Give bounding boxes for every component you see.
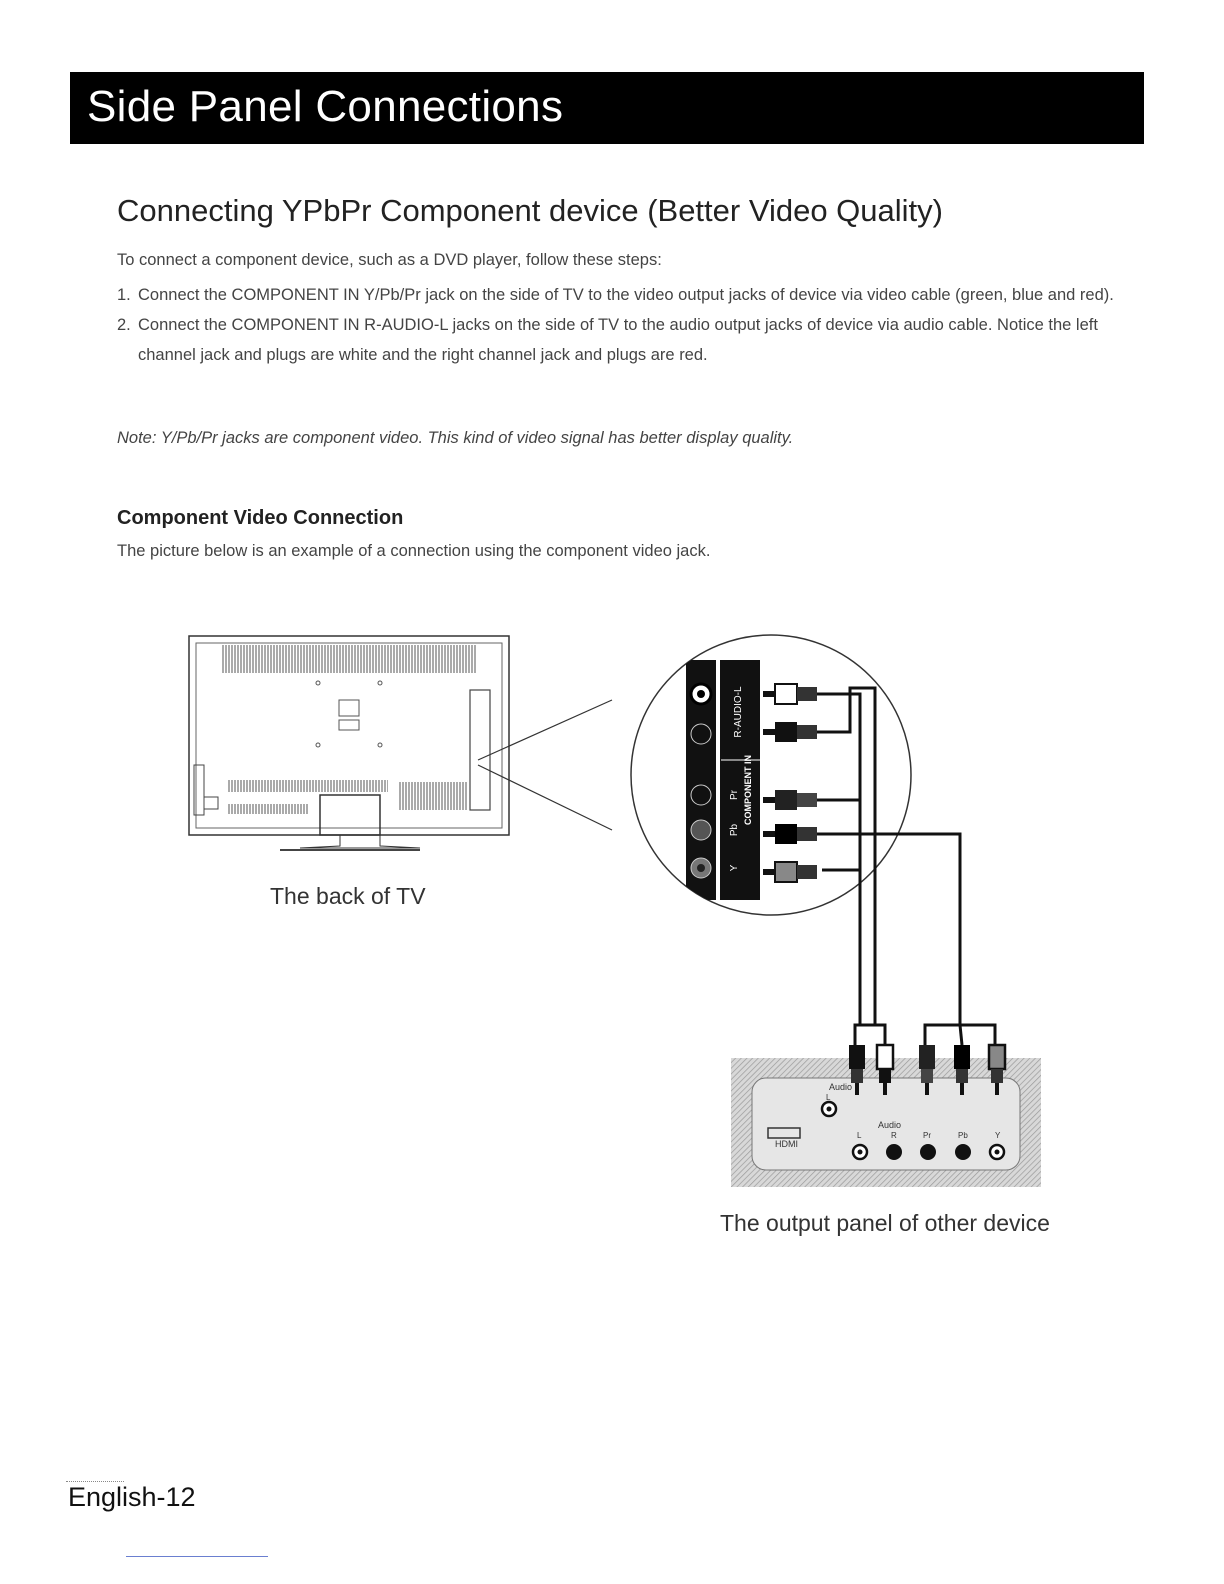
tv-component-label: COMPONENT IN <box>743 755 753 825</box>
list-item: 2. Connect the COMPONENT IN R-AUDIO-L ja… <box>117 310 1117 370</box>
bottom-divider <box>126 1556 268 1557</box>
page-number: English-12 <box>68 1482 196 1512</box>
device-pb-label: Pb <box>958 1131 968 1140</box>
tv-side-plugs <box>763 683 817 883</box>
tv-pr-label: Pr <box>729 789 740 800</box>
tv-back-caption: The back of TV <box>270 883 426 909</box>
sub-heading: Component Video Connection <box>117 507 404 529</box>
device-side-plugs <box>849 1043 1007 1095</box>
device-r-label: R <box>891 1131 897 1140</box>
step-text: Connect the COMPONENT IN R-AUDIO-L jacks… <box>138 316 1098 364</box>
tv-y-label: Y <box>729 864 740 871</box>
tv-back-illustration <box>188 635 510 851</box>
magnified-circle <box>630 634 912 916</box>
device-output-panel <box>731 1058 1041 1187</box>
device-pr-label: Pr <box>923 1131 931 1140</box>
step-number: 1. <box>117 286 131 304</box>
device-hdmi-label: HDMI <box>775 1139 798 1149</box>
device-audio-top-l-label: L <box>826 1093 831 1102</box>
device-audio-label: Audio <box>878 1120 901 1130</box>
page-title: Side Panel Connections <box>87 82 564 131</box>
list-item: 1. Connect the COMPONENT IN Y/Pb/Pr jack… <box>117 280 1117 310</box>
tv-audio-label: R-AUDIO-L <box>733 686 744 738</box>
steps-list: 1. Connect the COMPONENT IN Y/Pb/Pr jack… <box>117 280 1117 370</box>
step-text: Connect the COMPONENT IN Y/Pb/Pr jack on… <box>138 286 1114 304</box>
step-number: 2. <box>117 316 131 334</box>
cables <box>817 686 997 1046</box>
device-l-label: L <box>857 1131 862 1140</box>
section-heading: Connecting YPbPr Component device (Bette… <box>117 193 943 228</box>
device-y-label: Y <box>995 1131 1001 1140</box>
intro-text: To connect a component device, such as a… <box>117 251 662 269</box>
title-bar: Side Panel Connections <box>70 72 1144 144</box>
device-panel-caption: The output panel of other device <box>720 1210 1050 1236</box>
tv-pb-label: Pb <box>729 823 740 836</box>
device-audio-top-label: Audio <box>829 1082 852 1092</box>
note-text: Note: Y/Pb/Pr jacks are component video.… <box>117 429 794 447</box>
sub-description: The picture below is an example of a con… <box>117 542 711 560</box>
footer-divider <box>66 1481 124 1482</box>
